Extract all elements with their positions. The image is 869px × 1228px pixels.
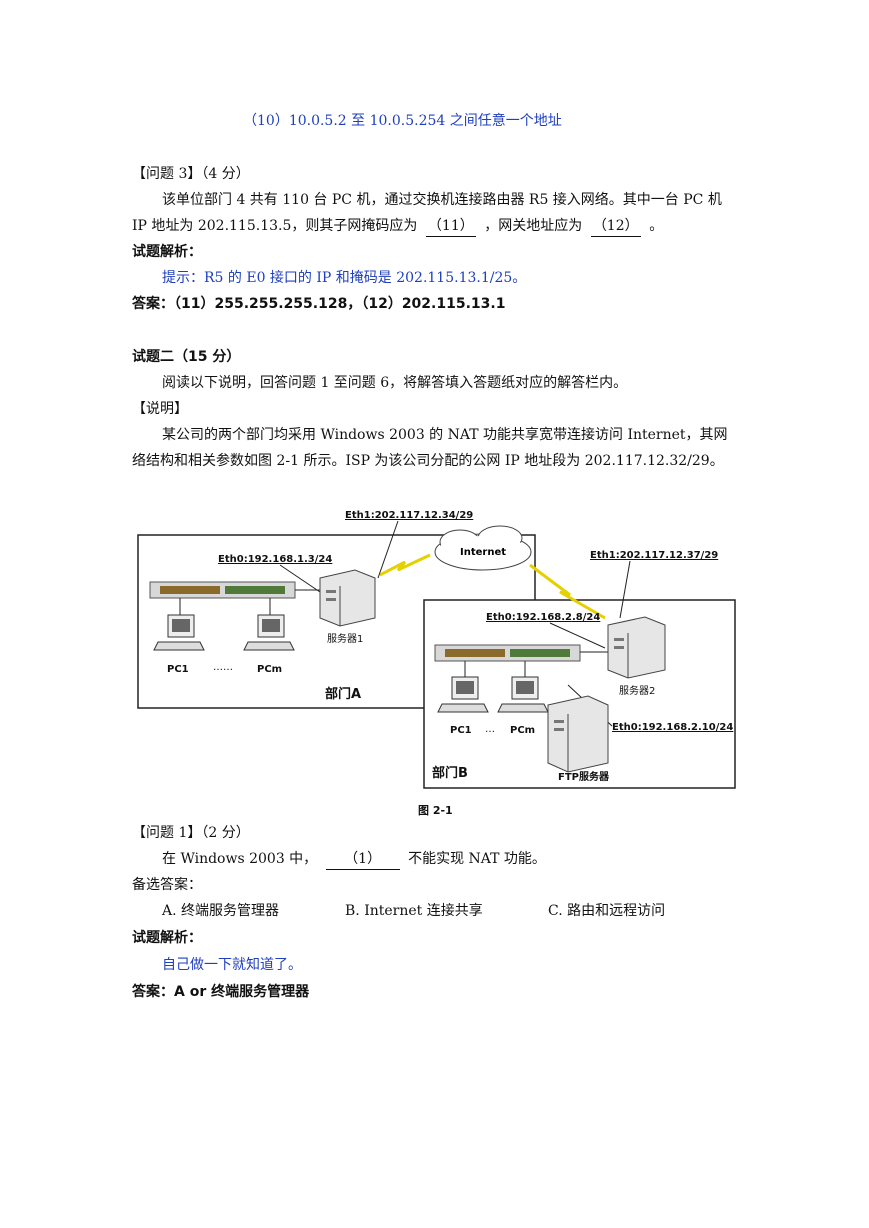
eth1-server1-label: Eth1:202.117.12.34/29 xyxy=(345,510,473,521)
eth0-server1-label: Eth0:192.168.1.3/24 xyxy=(218,554,332,565)
figure-caption: 图 2-1 xyxy=(418,804,453,817)
option-c: C. 路由和远程访问 xyxy=(548,903,666,919)
question3-text-line2: IP 地址为 202.115.13.5，则其子网掩码应为 （11） ，网关地址应… xyxy=(132,216,663,237)
internet-cloud-icon: Internet xyxy=(434,525,532,571)
question3-line2-c: 。 xyxy=(649,218,664,234)
dept-b-label: 部门B xyxy=(432,765,468,781)
arrow-eth0-server1 xyxy=(279,564,321,593)
pcm-b-icon xyxy=(497,676,549,713)
pc1-b-label: PC1 xyxy=(450,725,472,736)
wan-link-a xyxy=(379,553,431,577)
switch-b-icon xyxy=(434,644,581,662)
eth0-ftp-label: Eth0:192.168.2.10/24 xyxy=(612,722,733,733)
pc1-a-icon xyxy=(153,614,205,651)
pcm-b-label: PCm xyxy=(510,725,535,736)
section2-title: 试题二（15 分） xyxy=(132,349,241,365)
ftp-server-label: FTP服务器 xyxy=(558,770,610,783)
question1-hint: 自己做一下就知道了。 xyxy=(162,957,302,973)
pcm-a-label: PCm xyxy=(257,664,282,675)
dept-a-label: 部门A xyxy=(325,686,361,702)
pc1-b-icon xyxy=(437,676,489,713)
server2-label: 服务器2 xyxy=(619,684,655,697)
section2-desc-line1: 某公司的两个部门均采用 Windows 2003 的 NAT 功能共享宽带连接访… xyxy=(162,427,728,443)
dots-a: …… xyxy=(213,662,233,673)
arrow-eth1-server1 xyxy=(377,520,399,579)
dots-b: … xyxy=(485,724,495,735)
option-b: B. Internet 连接共享 xyxy=(345,903,483,919)
server2-icon xyxy=(607,616,666,679)
answer-10: （10）10.0.5.2 至 10.0.5.254 之间任意一个地址 xyxy=(243,113,562,129)
question1-analysis-label: 试题解析： xyxy=(132,930,202,946)
network-diagram: Internet Eth1:202.117.12.34/29 Eth1:202.… xyxy=(137,510,736,817)
pc1-a-label: PC1 xyxy=(167,664,189,675)
switch-a-icon xyxy=(149,581,296,599)
wan-link-b xyxy=(529,563,606,620)
question1-text-b: 不能实现 NAT 功能。 xyxy=(408,851,546,867)
options-label: 备选答案： xyxy=(132,877,202,893)
internet-label: Internet xyxy=(460,547,506,558)
question3-line2-b: ，网关地址应为 xyxy=(484,218,583,234)
question3-analysis-label: 试题解析： xyxy=(132,244,202,260)
server1-label: 服务器1 xyxy=(327,632,363,645)
section2-intro: 阅读以下说明，回答问题 1 至问题 6，将解答填入答题纸对应的解答栏内。 xyxy=(162,375,628,391)
eth0-server2-label: Eth0:192.168.2.8/24 xyxy=(486,612,600,623)
question3-heading: 【问题 3】（4 分） xyxy=(132,166,250,182)
question1-text-a: 在 Windows 2003 中， xyxy=(162,851,318,867)
blank-11: （11） xyxy=(425,216,476,237)
server1-icon xyxy=(319,569,376,627)
question3-hint: 提示：R5 的 E0 接口的 IP 和掩码是 202.115.13.1/25。 xyxy=(162,270,527,286)
question3-answer: 答案：（11）255.255.255.128，（12）202.115.13.1 xyxy=(132,296,506,312)
eth1-server2-label: Eth1:202.117.12.37/29 xyxy=(590,550,718,561)
ftp-server-icon xyxy=(547,695,609,773)
question3-text-line1: 该单位部门 4 共有 110 台 PC 机，通过交换机连接路由器 R5 接入网络… xyxy=(162,192,722,208)
section2-desc-label: 【说明】 xyxy=(132,401,188,417)
arrow-eth0-server2 xyxy=(549,622,606,649)
option-a: A. 终端服务管理器 xyxy=(162,903,280,919)
question3-line2-a: IP 地址为 202.115.13.5，则其子网掩码应为 xyxy=(132,218,418,234)
question1-answer: 答案：A or 终端服务管理器 xyxy=(132,984,310,1000)
blank-12: （12） xyxy=(590,216,641,237)
pcm-a-icon xyxy=(243,614,295,651)
blank-1: （1） xyxy=(325,849,400,870)
section2-desc-line2: 络结构和相关参数如图 2-1 所示。ISP 为该公司分配的公网 IP 地址段为 … xyxy=(132,453,724,469)
arrow-eth1-server2 xyxy=(619,560,631,619)
question1-heading: 【问题 1】（2 分） xyxy=(132,825,250,841)
question1-text: 在 Windows 2003 中， （1） 不能实现 NAT 功能。 xyxy=(162,849,546,870)
